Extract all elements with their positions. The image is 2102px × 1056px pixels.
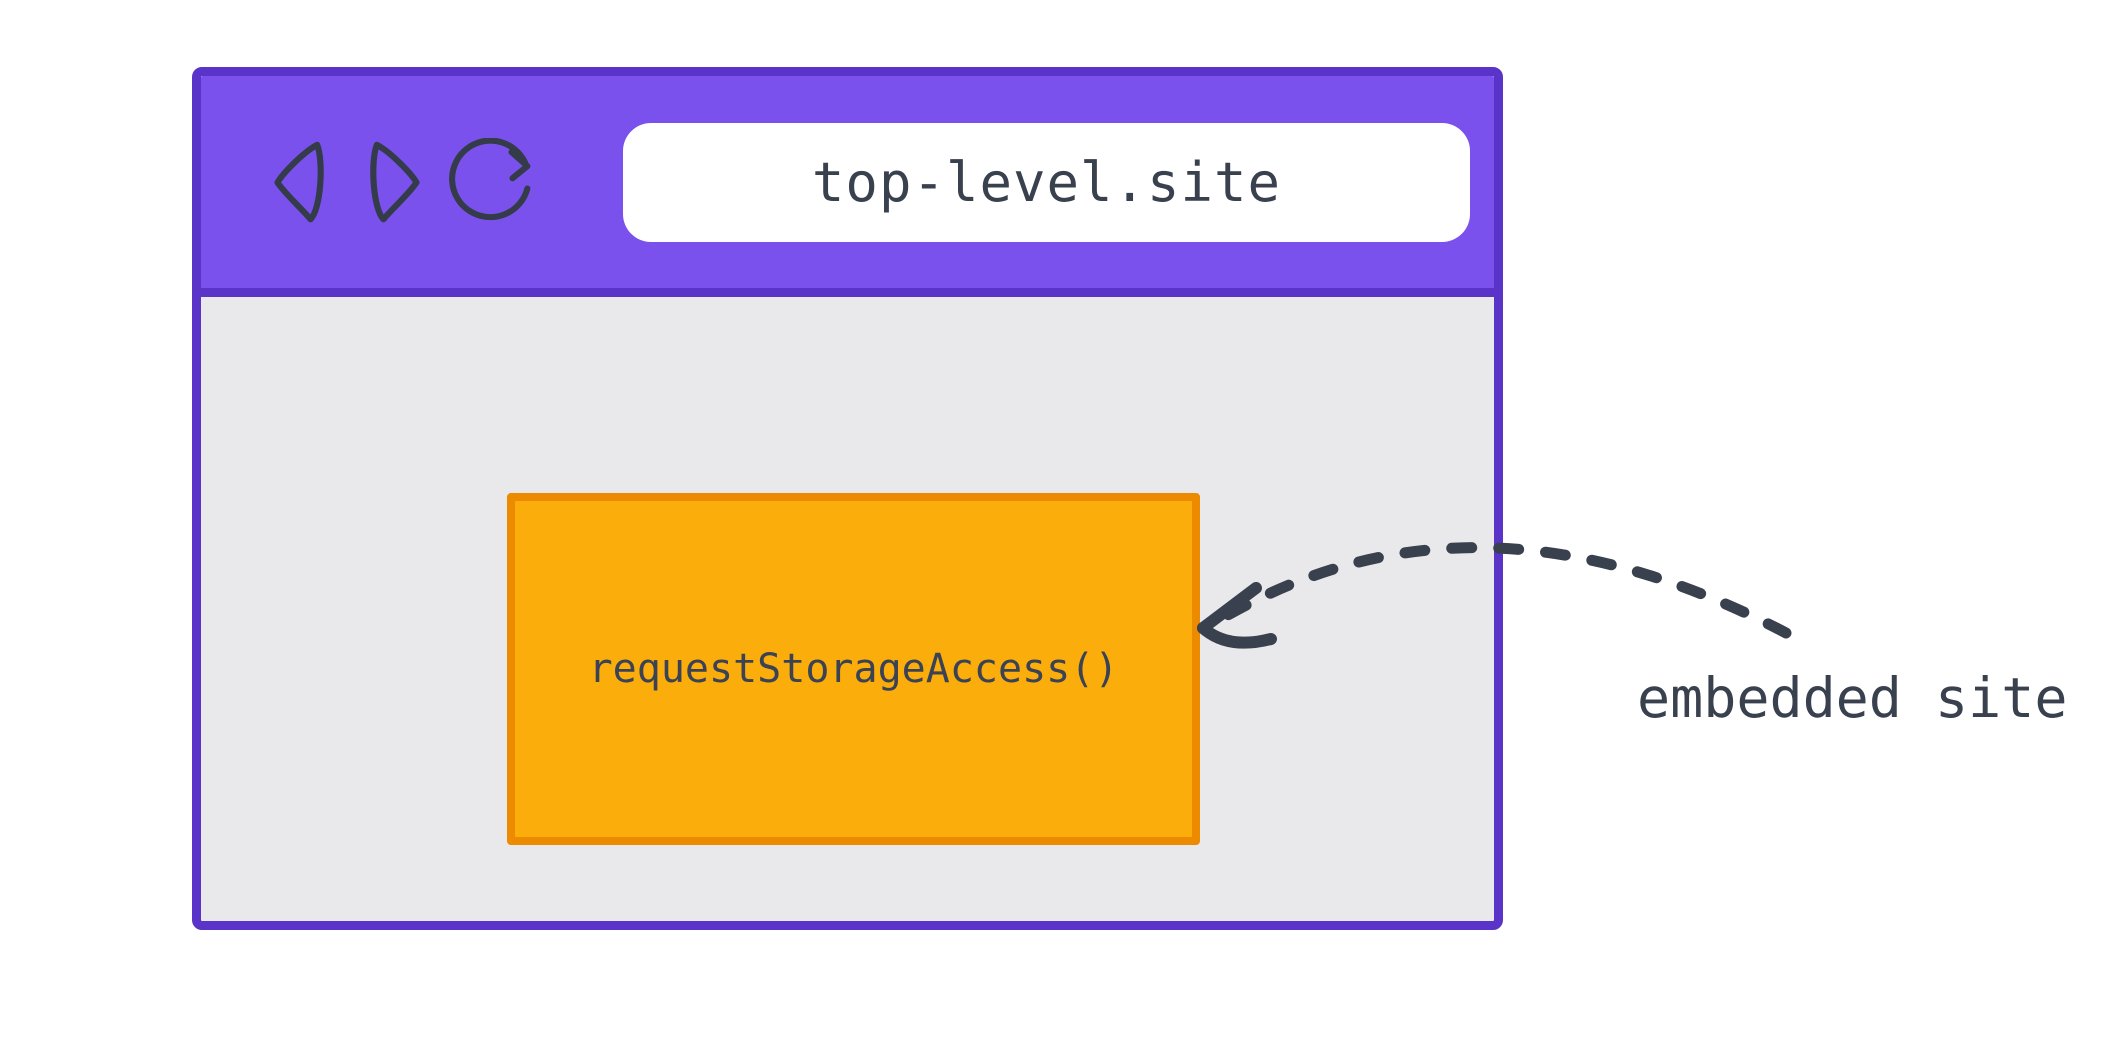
browser-toolbar: top-level.site [201, 76, 1494, 297]
refresh-icon[interactable] [449, 138, 533, 226]
embed-api-label: requestStorageAccess() [588, 646, 1119, 692]
url-bar[interactable]: top-level.site [623, 122, 1470, 242]
url-text: top-level.site [811, 150, 1282, 214]
annotation-embedded-site: embedded site [1637, 666, 2068, 730]
browser-window: top-level.site requestStorageAccess() [192, 67, 1503, 930]
page-content: requestStorageAccess() [201, 297, 1494, 919]
forward-icon[interactable] [361, 141, 421, 224]
nav-icon-group [273, 138, 533, 226]
embedded-iframe[interactable]: requestStorageAccess() [507, 493, 1200, 845]
back-icon[interactable] [273, 141, 333, 224]
